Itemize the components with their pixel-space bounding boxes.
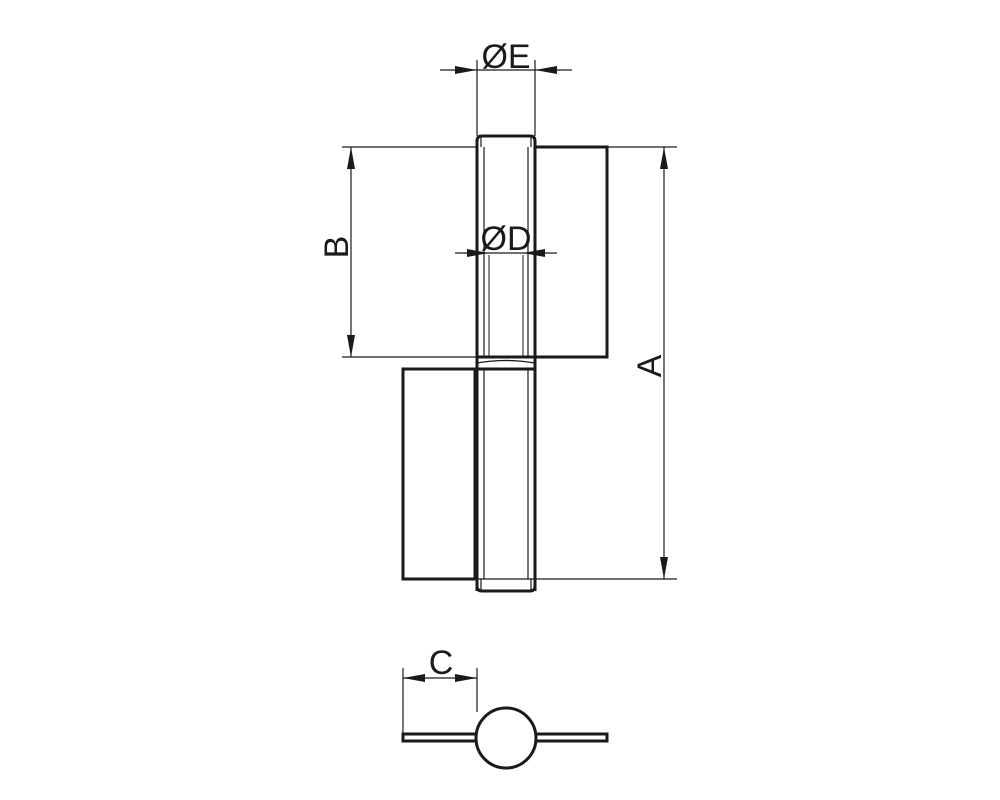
- hidden-pin-lines: [488, 255, 524, 357]
- hinge-barrel: [475, 134, 537, 593]
- dimension-c-label: C: [429, 644, 454, 682]
- upper-hinge-leaf: [533, 145, 609, 359]
- lower-hinge-leaf: [401, 367, 477, 581]
- dimension-d-label: ØD: [481, 220, 532, 258]
- dimension-a-label: A: [631, 354, 669, 377]
- dimension-a: A: [535, 146, 677, 580]
- hinge-section-view: [401, 706, 609, 770]
- dimension-e: ØE: [440, 38, 572, 136]
- dimension-d: ØD: [455, 220, 557, 258]
- dimension-c: C: [402, 644, 478, 734]
- dimension-e-label: ØE: [481, 38, 530, 76]
- dimension-b: B: [318, 146, 477, 358]
- dimension-b-label: B: [318, 236, 356, 259]
